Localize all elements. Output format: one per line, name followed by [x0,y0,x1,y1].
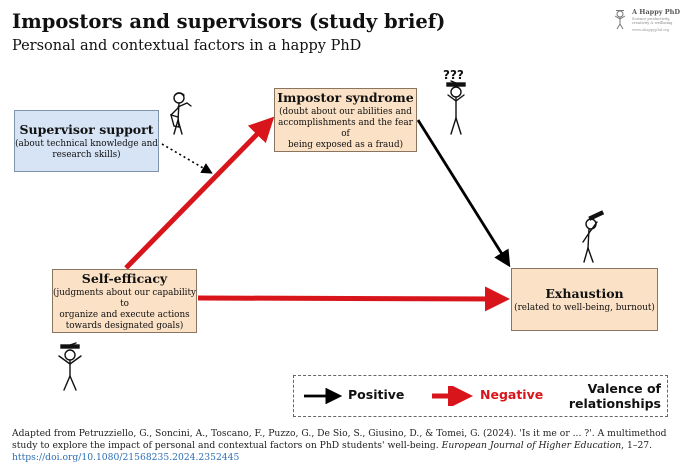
arrow-selfefficacy-to-impostor [124,116,275,270]
legend-negative-arrow-icon [432,386,473,406]
citation-journal: European Journal of Higher Education [441,440,622,451]
logo: A Happy PhD Science productivity, creati… [611,8,680,38]
node-desc: (related to well-being, burnout) [514,302,655,313]
legend: Positive Negative Valence of relationshi… [293,375,668,417]
supervisor-stick-figure-icon [169,92,192,135]
node-title: Self-efficacy [81,270,168,286]
logo-figure-icon [614,10,626,30]
legend-title: Valence of relationships [568,381,661,411]
node-title: Supervisor support [19,121,154,137]
node-desc: (about technical knowledge and research … [15,138,158,160]
node-exhaustion: Exhaustion (related to well-being, burno… [511,268,658,331]
node-desc: (doubt about our abilities and accomplis… [278,106,413,150]
arrow-supervisor-moderation [161,143,213,174]
citation-pages: , 1–27. [621,440,653,451]
impostor-stick-figure-icon: ??? [443,68,466,135]
node-title: Exhaustion [545,285,624,301]
arrow-selfefficacy-to-exhaustion [197,286,510,312]
node-desc: (judgments about our capability to organ… [53,287,196,331]
page-subtitle: Personal and contextual factors in a hap… [12,38,362,54]
citation-text: Adapted from Petruzziello, G., Soncini, … [12,428,667,451]
node-title: Impostor syndrome [277,89,414,105]
arrow-impostor-to-exhaustion [416,119,511,268]
question-marks: ??? [443,68,464,82]
node-supervisor-support: Supervisor support (about technical know… [14,110,159,172]
legend-negative-label: Negative [480,387,544,402]
logo-url: www.ahappyphd.org [632,28,670,32]
citation: Adapted from Petruzziello, G., Soncini, … [12,428,672,464]
page-title: Impostors and supervisors (study brief) [12,10,446,33]
logo-tagline: Science productivity, creativity & wellb… [632,17,673,26]
citation-doi-link[interactable]: https://doi.org/10.1080/21568235.2024.23… [12,452,240,463]
node-self-efficacy: Self-efficacy (judgments about our capab… [52,269,197,333]
legend-positive-arrow-icon [304,388,343,404]
graduate-stick-figure-icon [58,342,82,391]
logo-name: A Happy PhD [632,8,680,16]
legend-positive-label: Positive [348,387,405,402]
node-impostor-syndrome: Impostor syndrome (doubt about our abili… [274,88,417,152]
exhausted-stick-figure-icon [582,210,605,263]
